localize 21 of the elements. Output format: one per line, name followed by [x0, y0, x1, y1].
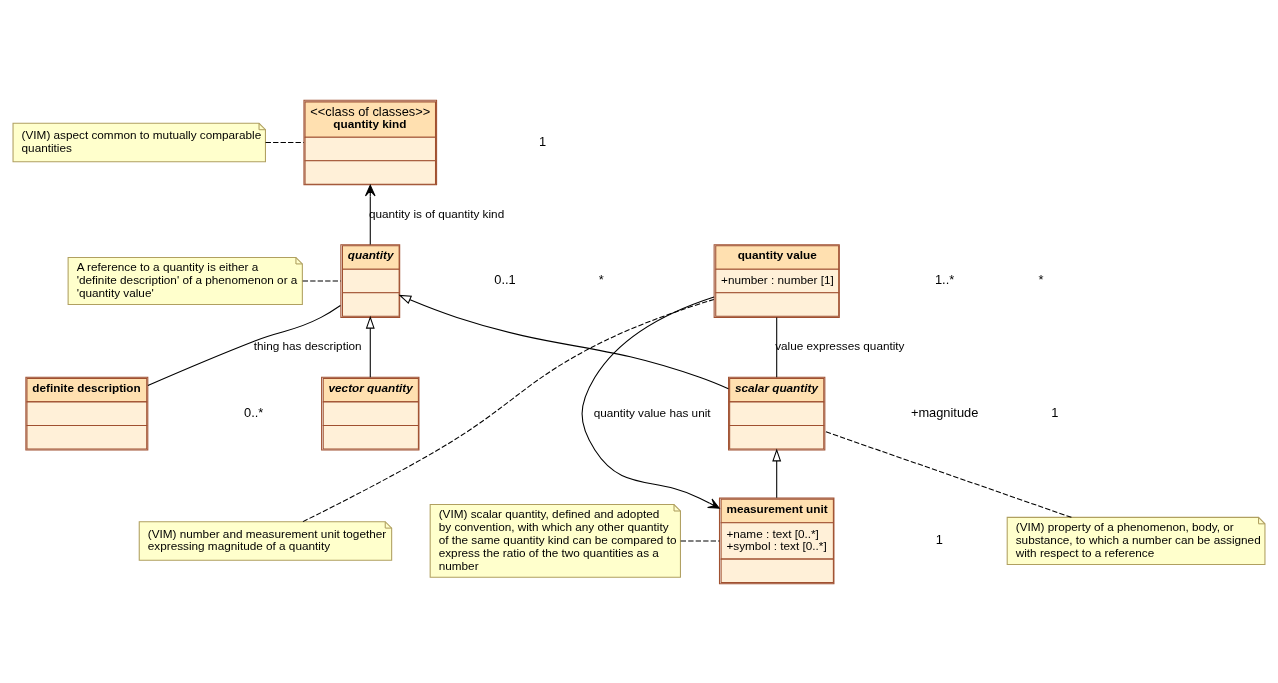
label: 1: [1051, 404, 1059, 420]
label: 0..*: [244, 404, 264, 420]
label: *: [598, 271, 604, 287]
edge-label: quantity value has unit: [593, 405, 711, 419]
edge-label: thing has description: [253, 338, 362, 352]
connector: [824, 430, 1072, 518]
label: *: [1038, 271, 1044, 287]
label: 1: [538, 133, 547, 149]
connector: [147, 304, 341, 386]
label: +magnitude: [910, 404, 979, 420]
label: 0..1: [494, 271, 516, 287]
arrow: [364, 184, 376, 245]
arrow: [772, 448, 782, 498]
connector: [776, 316, 778, 378]
connector: [265, 141, 305, 143]
arrow: [365, 315, 375, 378]
connector: [302, 298, 715, 522]
arrow: [581, 295, 720, 509]
arrow: [398, 294, 729, 389]
label: 1..*: [935, 271, 955, 287]
label: 1: [935, 531, 943, 547]
